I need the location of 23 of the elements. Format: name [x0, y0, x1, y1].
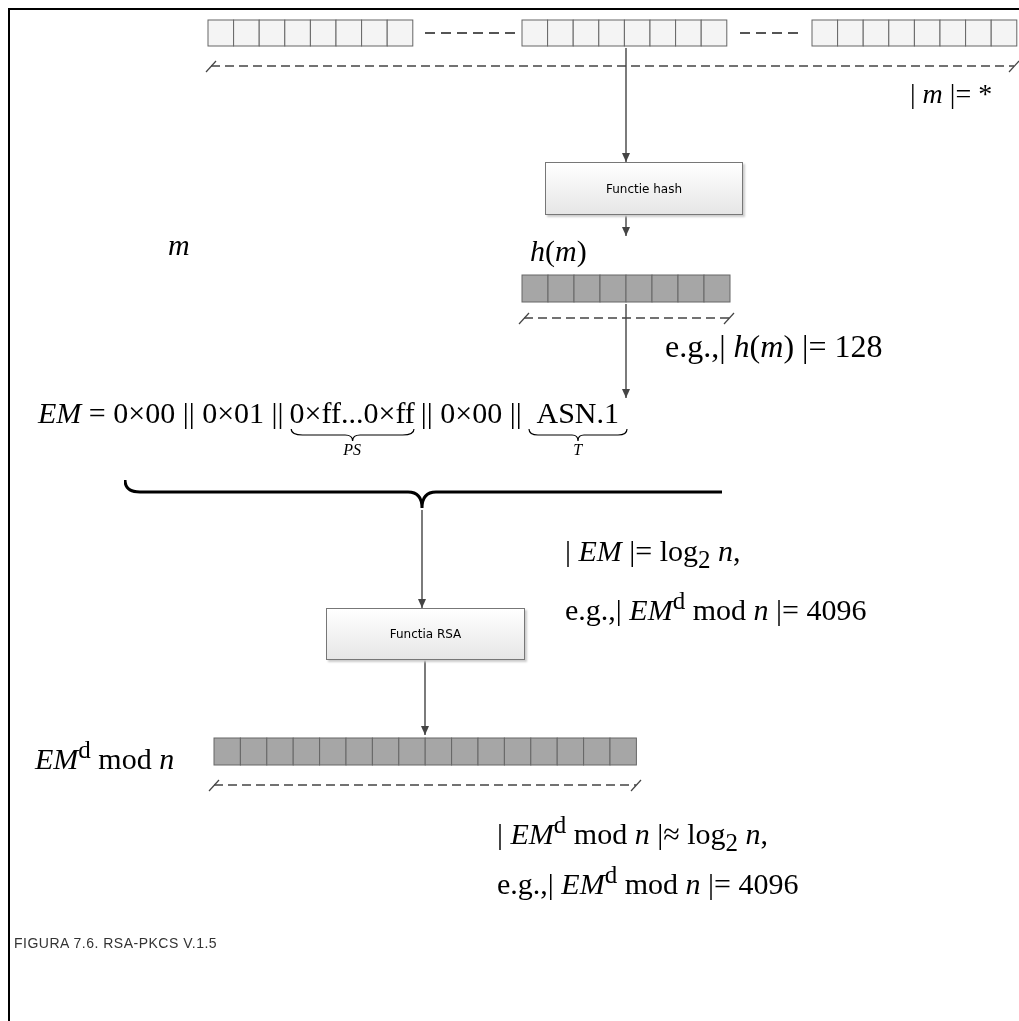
array-label: h(m): [530, 236, 587, 266]
array-label: EM$^{d}$ mod n: [35, 737, 175, 774]
arrow: [421, 659, 429, 736]
figure-caption: FIGURA 7.6. RSA-PKCS V.1.5: [14, 935, 218, 951]
size-annotation: e.g.,| EM$^{d}$ mod n |= 4096: [565, 588, 867, 625]
variable-label: m: [168, 230, 190, 260]
arrow: [622, 47, 630, 163]
formula-text: EM = 0×00 || 0×01 ||: [38, 398, 284, 428]
arrow: [418, 509, 426, 609]
formula-text: ASN.1: [536, 398, 620, 428]
size-annotation: e.g.,| EM$^{d}$ mod n |= 4096: [497, 862, 799, 899]
brace-label: PS: [343, 442, 362, 458]
size-annotation: | EM$^{d}$ mod n |≈ log$_{2}$ n,: [497, 812, 768, 855]
brace-label: T: [573, 442, 583, 458]
arrow: [622, 303, 630, 399]
size-annotation: | m |= *: [910, 80, 993, 108]
process-box: Functie hash: [545, 162, 743, 215]
formula-text: 0×ff...0×ff: [289, 398, 415, 428]
arrow: [622, 214, 630, 237]
formula-text: || 0×00 ||: [420, 398, 522, 428]
process-box: Functia RSA: [326, 608, 525, 660]
size-annotation: | EM |= log$_{2}$ n,: [565, 536, 741, 572]
size-annotation: e.g.,| h(m) |= 128: [665, 330, 883, 362]
